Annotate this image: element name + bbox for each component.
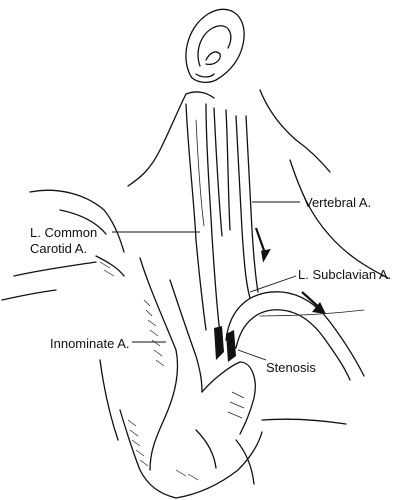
ear-drawing <box>185 8 245 84</box>
neck-outline <box>1 89 389 301</box>
common-carotid-label-line2: Carotid A. <box>30 241 88 256</box>
stenosis-leader <box>237 349 267 361</box>
shading-hatches <box>99 261 245 481</box>
leader-lines <box>112 201 300 361</box>
common-carotid-label-line1: L. Common <box>30 225 98 240</box>
vertebral-artery <box>235 115 259 299</box>
innominate-artery-label: Innominate A. <box>50 336 130 351</box>
subclavian-artery-label: L. Subclavian A. <box>298 267 392 282</box>
stenosis-label: Stenosis <box>266 360 316 375</box>
subclavian-artery <box>225 291 365 381</box>
flow-arrow-vertebral <box>254 227 271 263</box>
flow-arrow-subclavian <box>301 291 326 314</box>
subclavian-leader <box>249 275 297 293</box>
aortic-arch <box>99 257 347 499</box>
vertebral-artery-label: Vertebral A. <box>304 195 372 210</box>
carotid-artery <box>185 103 231 335</box>
stenosis-shading <box>214 326 236 362</box>
